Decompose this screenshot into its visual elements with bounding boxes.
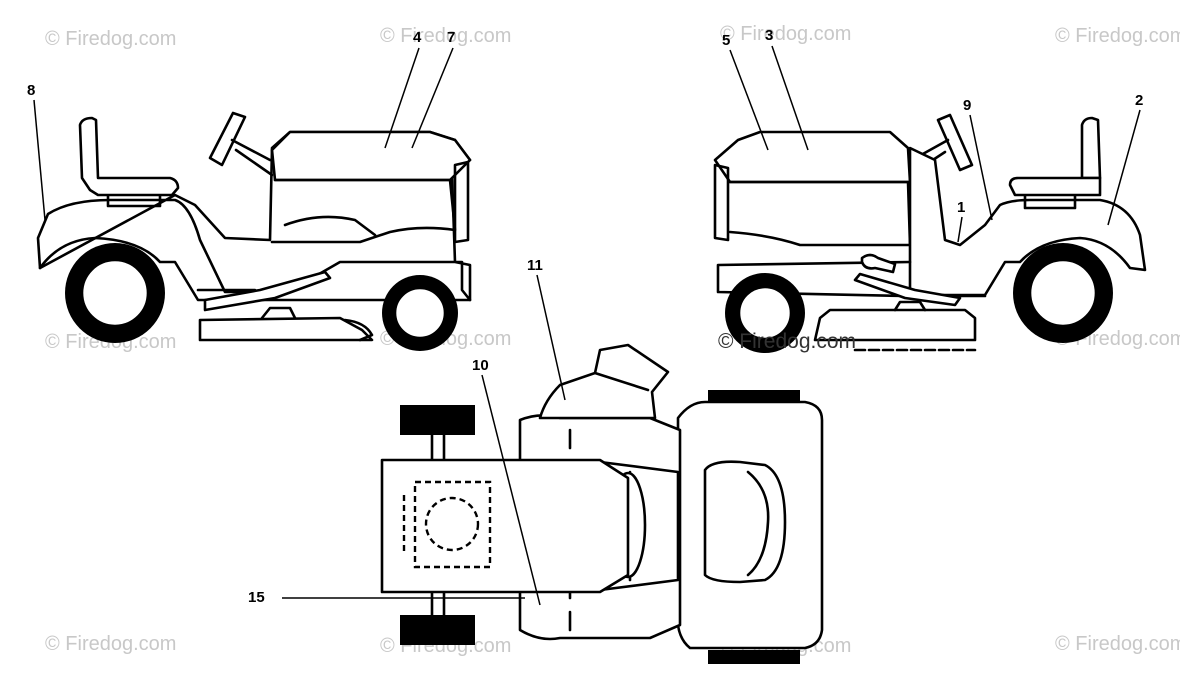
callout-11: 11 (527, 257, 543, 274)
deck-top (260, 306, 297, 320)
grille-top (703, 460, 787, 584)
leader-1 (957, 216, 963, 243)
rear-fender (908, 146, 1147, 297)
steering-wheel (936, 113, 974, 172)
rear-axle (430, 433, 446, 617)
callout-10: 10 (472, 357, 489, 374)
seat-circle (424, 496, 480, 552)
front-wheel-hub (393, 286, 447, 340)
grille-side (453, 160, 470, 244)
hood (270, 130, 472, 182)
rear-body-top (380, 458, 630, 594)
watermark: © Firedog.com (1055, 25, 1180, 47)
front-wheel-hub (737, 285, 793, 341)
tractor-right-side-view (713, 113, 1147, 353)
grille-curve (746, 470, 770, 577)
seat (1080, 116, 1102, 180)
leader-11 (536, 274, 566, 401)
callout-4: 4 (413, 29, 422, 46)
hood-lower (728, 180, 912, 247)
chute-line (593, 371, 650, 392)
grille-side (713, 163, 730, 242)
foot-pedal (853, 272, 962, 307)
watermark: © Firedog.com (45, 28, 176, 50)
callout-7: 7 (447, 29, 455, 46)
deck-top (893, 300, 927, 312)
callout-3: 3 (765, 27, 773, 44)
seat-base (1023, 194, 1077, 210)
callout-8: 8 (27, 82, 35, 99)
chassis (38, 236, 472, 302)
callout-2: 2 (1135, 92, 1143, 109)
callout-5: 5 (722, 32, 730, 49)
watermark: © Firedog.com (45, 633, 176, 655)
watermark: © Firedog.com (720, 23, 851, 45)
watermark: © Firedog.com (380, 25, 511, 47)
callouts: 8 4 7 5 3 9 2 1 11 10 15 (27, 27, 1143, 606)
discharge-chute (538, 343, 670, 420)
leader-10 (481, 374, 541, 606)
seat-base (106, 194, 162, 208)
leader-4 (384, 47, 420, 149)
leader-7 (411, 47, 454, 149)
leader-9 (969, 114, 993, 221)
rear-tire-bottom (400, 615, 475, 645)
leader-5 (729, 49, 769, 151)
tractor-top-view (380, 343, 824, 664)
mower-deck (813, 308, 977, 342)
front-tire-bottom (708, 650, 800, 664)
leader-2 (1107, 109, 1141, 226)
leader-3 (771, 45, 809, 151)
foot-pedal (203, 270, 332, 312)
steering-column (230, 138, 274, 177)
callout-15: 15 (248, 589, 265, 606)
callout-9: 9 (963, 97, 971, 114)
mower-deck (198, 316, 374, 342)
seat (78, 116, 180, 197)
rear-tire-top (400, 405, 475, 435)
callout-1: 1 (957, 199, 965, 216)
watermark-dark: © Firedog.com (718, 330, 856, 353)
steering-wheel (208, 111, 247, 167)
front-tire-top (708, 390, 800, 404)
watermark: © Firedog.com (1055, 633, 1180, 655)
seat-cushion (1008, 176, 1102, 197)
hood-vent (283, 215, 377, 237)
lever-knob (860, 253, 897, 274)
rear-wheel-hub (1028, 258, 1098, 328)
hood (713, 130, 912, 184)
rear-wheel-hub (80, 258, 150, 328)
tractor-left-side-view (36, 111, 472, 351)
leader-8 (33, 99, 46, 221)
deck-chute (343, 318, 374, 342)
